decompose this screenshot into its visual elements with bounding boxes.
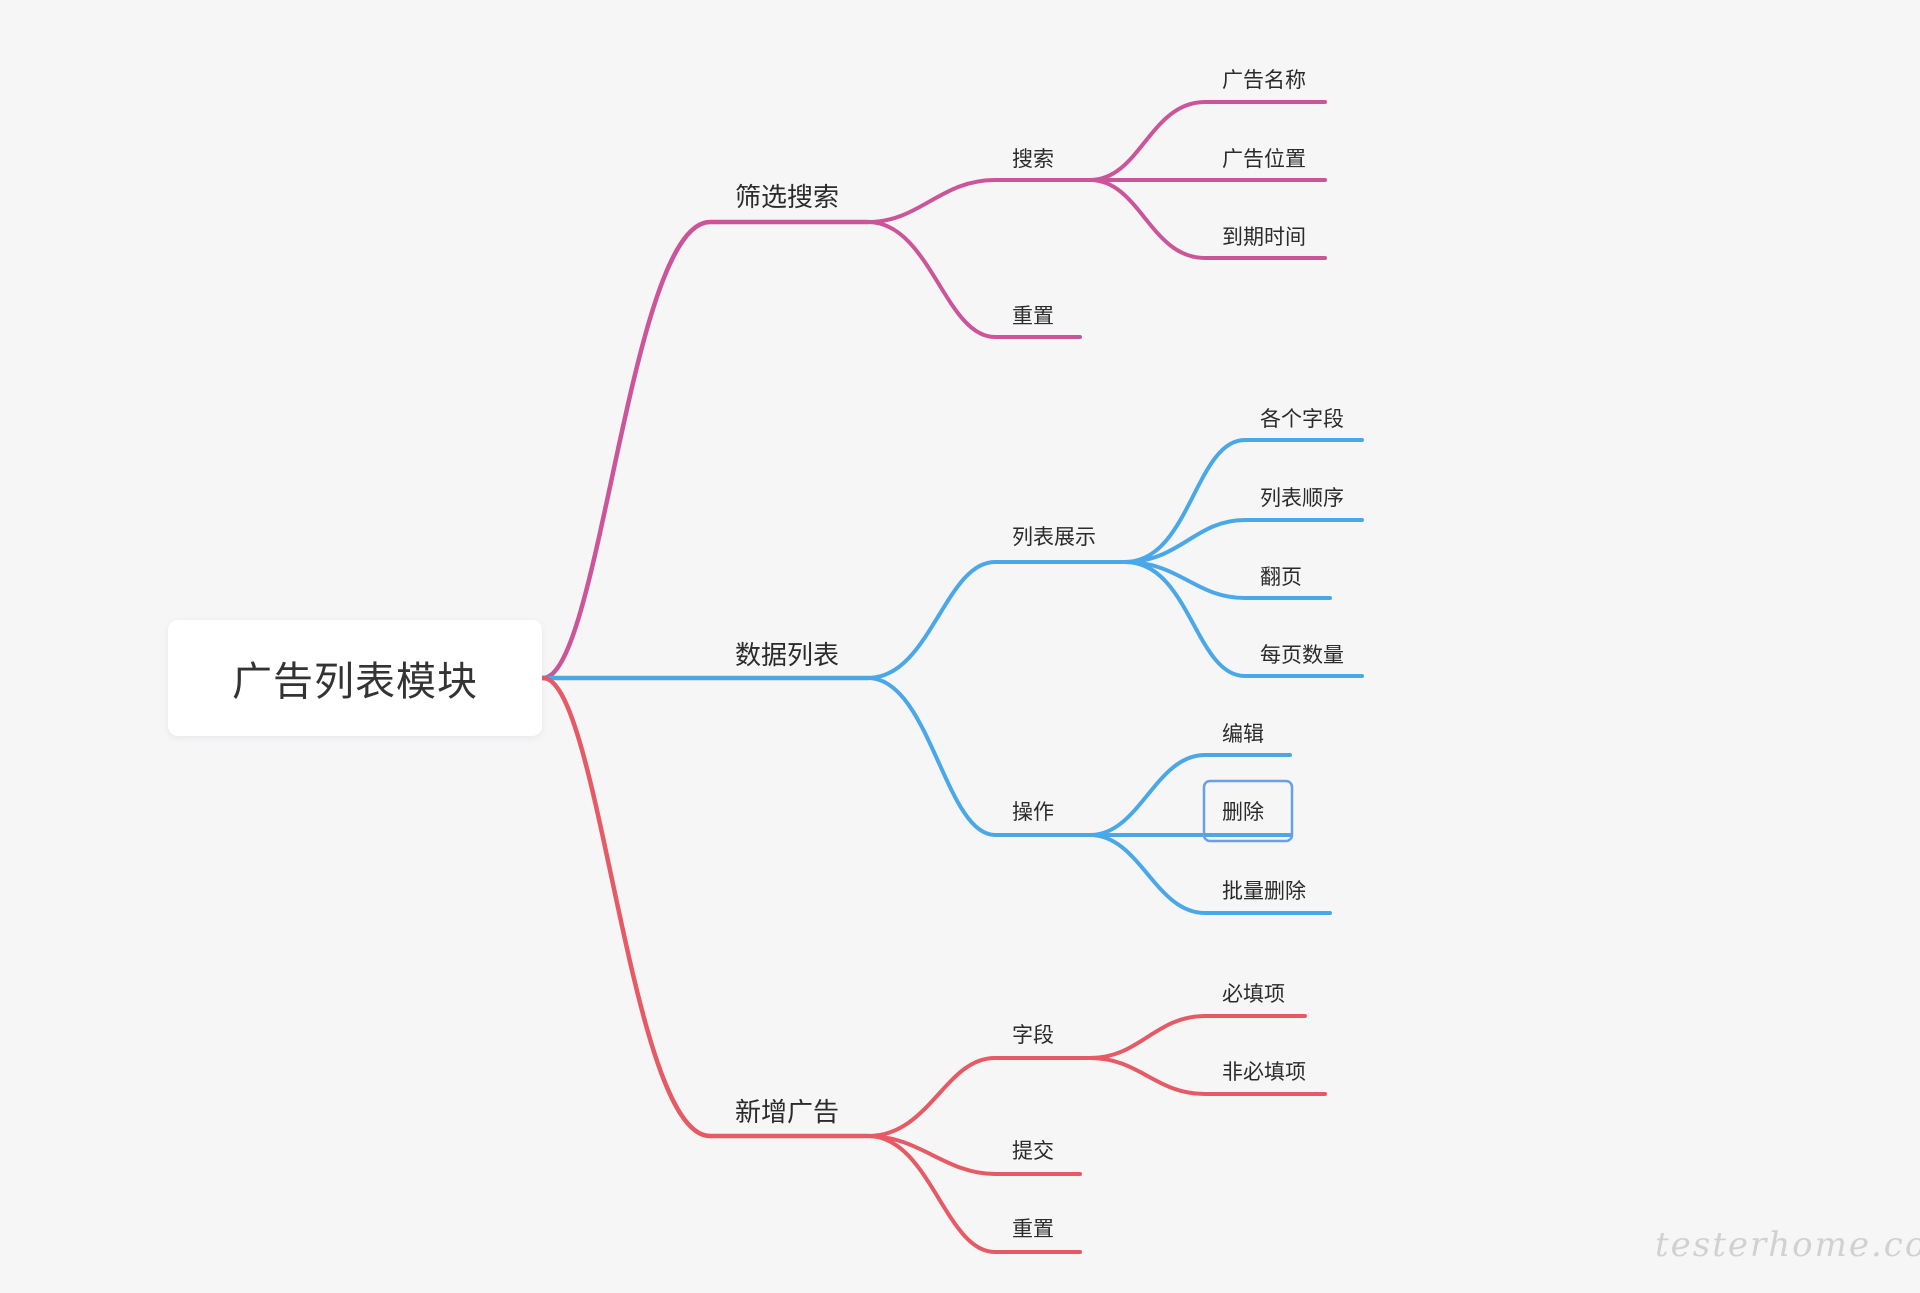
connector-search-expiry xyxy=(1088,178,1327,260)
connector-root-filter xyxy=(540,219,871,681)
branch-add-ad[interactable]: 新增广告 xyxy=(735,1098,839,1128)
branch-data-list[interactable]: 数据列表 xyxy=(735,641,839,671)
connector-ops-edit xyxy=(1088,753,1292,837)
connector-display-fields xyxy=(1123,438,1364,564)
node-add-reset[interactable]: 重置 xyxy=(1012,1217,1054,1241)
root-connectors xyxy=(540,219,871,1139)
node-optional[interactable]: 非必填项 xyxy=(1222,1060,1306,1084)
node-fields[interactable]: 字段 xyxy=(1012,1023,1054,1047)
connector-fields-optional xyxy=(1088,1056,1327,1096)
node-ad-position[interactable]: 广告位置 xyxy=(1222,147,1306,171)
node-list-display[interactable]: 列表展示 xyxy=(1012,525,1096,549)
node-operations[interactable]: 操作 xyxy=(1012,800,1054,824)
connector-add-fields xyxy=(866,1056,1092,1138)
connector-display-pagesize xyxy=(1123,560,1364,678)
connector-list-display xyxy=(866,560,1127,680)
connector-add-reset xyxy=(866,1134,1082,1254)
node-required[interactable]: 必填项 xyxy=(1222,982,1285,1006)
connector-ops-batchdelete xyxy=(1088,833,1332,915)
node-paging[interactable]: 翻页 xyxy=(1260,565,1302,589)
connector-search-name xyxy=(1088,100,1327,182)
connector-fields-required xyxy=(1088,1014,1307,1060)
connector-filter-search xyxy=(866,178,1092,224)
connector-list-ops xyxy=(866,676,1092,837)
node-search[interactable]: 搜索 xyxy=(1012,147,1054,171)
node-edit[interactable]: 编辑 xyxy=(1222,722,1264,746)
connector-display-order xyxy=(1123,518,1364,564)
node-list-order[interactable]: 列表顺序 xyxy=(1260,486,1344,510)
node-delete[interactable]: 删除 xyxy=(1222,800,1264,824)
root-node-label: 广告列表模块 xyxy=(232,659,478,705)
node-submit[interactable]: 提交 xyxy=(1012,1139,1054,1163)
root-node[interactable]: 广告列表模块 xyxy=(168,620,542,736)
level3-connectors xyxy=(1088,100,1364,1096)
watermark: testerhome.com xyxy=(1655,1225,1920,1265)
node-batch-delete[interactable]: 批量删除 xyxy=(1222,879,1306,903)
node-filter-reset[interactable]: 重置 xyxy=(1012,304,1054,328)
level2-connectors xyxy=(866,178,1127,1254)
branch-filter-search[interactable]: 筛选搜索 xyxy=(735,183,839,213)
connector-filter-reset xyxy=(866,220,1082,339)
node-ad-name[interactable]: 广告名称 xyxy=(1222,68,1306,92)
node-page-size[interactable]: 每页数量 xyxy=(1260,643,1344,667)
node-expiry-time[interactable]: 到期时间 xyxy=(1222,225,1306,249)
connector-root-add xyxy=(540,675,871,1139)
selected-node-highlight xyxy=(1202,779,1294,843)
node-each-field[interactable]: 各个字段 xyxy=(1260,407,1344,431)
